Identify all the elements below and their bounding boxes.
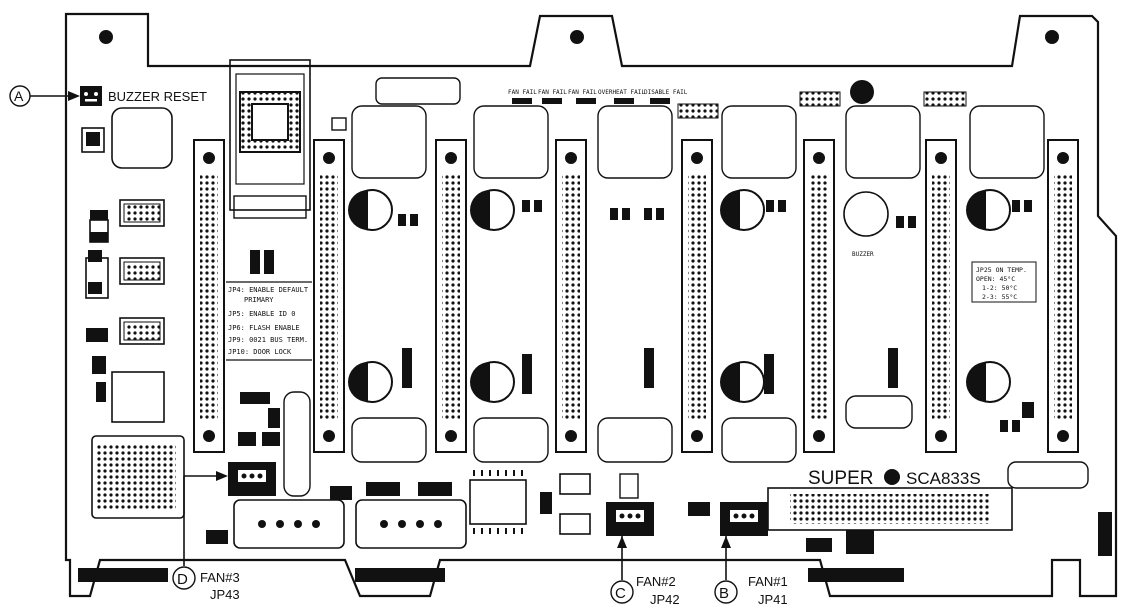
svg-text:OVERHEAT FAIL: OVERHEAT FAIL xyxy=(598,89,645,96)
svg-text:JP9: 0021 BUS TERM.: JP9: 0021 BUS TERM. xyxy=(228,336,308,344)
pads xyxy=(283,105,1089,497)
status-leds: FAN FAIL FAN FAIL FAN FAIL OVERHEAT FAIL… xyxy=(508,89,688,104)
bottom-edge-bars xyxy=(78,512,1112,582)
drive-connectors xyxy=(193,139,1079,453)
svg-text:PRIMARY: PRIMARY xyxy=(244,296,274,304)
callout-b: B FAN#1 JP41 xyxy=(714,536,788,607)
svg-text:DISABLE FAIL: DISABLE FAIL xyxy=(644,89,688,96)
left-components xyxy=(81,107,185,519)
fan2-label: FAN#2 xyxy=(636,574,676,589)
fan3-jumper: JP43 xyxy=(210,587,240,602)
svg-text:1-2: 50°C: 1-2: 50°C xyxy=(982,284,1017,292)
svg-text:C: C xyxy=(615,585,626,602)
controller-chip xyxy=(229,59,311,219)
top-headers xyxy=(677,91,967,119)
svg-text:D: D xyxy=(177,571,188,588)
svg-text:JP25 ON TEMP.: JP25 ON TEMP. xyxy=(976,266,1027,274)
svg-text:FAN FAIL: FAN FAIL xyxy=(538,89,567,96)
fan3-label: FAN#3 xyxy=(200,570,240,585)
callout-d: D FAN#3 JP43 xyxy=(172,471,240,602)
ic-chips xyxy=(469,473,591,535)
svg-text:FAN FAIL: FAN FAIL xyxy=(508,89,537,96)
callout-a: A xyxy=(9,85,80,107)
buzzer-reset-label: BUZZER RESET xyxy=(108,89,207,104)
buzzer xyxy=(843,191,889,237)
fan1-jumper: JP41 xyxy=(758,592,788,607)
svg-text:JP6: FLASH ENABLE: JP6: FLASH ENABLE xyxy=(228,324,300,332)
fan2-jumper: JP42 xyxy=(650,592,680,607)
jumper-notes: JP4: ENABLE DEFAULT PRIMARY JP5: ENABLE … xyxy=(226,281,312,361)
temp-notes: JP25 ON TEMP. OPEN: 45°C 1-2: 50°C 2-3: … xyxy=(971,261,1037,303)
svg-text:2-3: 55°C: 2-3: 55°C xyxy=(982,293,1017,301)
svg-text:OPEN: 45°C: OPEN: 45°C xyxy=(976,275,1015,283)
buzzer-reset-button xyxy=(80,86,102,106)
brand-logo: SUPER xyxy=(808,468,873,489)
svg-text:JP4: ENABLE DEFAULT: JP4: ENABLE DEFAULT xyxy=(228,286,309,294)
svg-text:BUZZER: BUZZER xyxy=(852,251,874,258)
brand-dot-icon xyxy=(884,469,900,485)
svg-text:JP5: ENABLE ID 0: JP5: ENABLE ID 0 xyxy=(228,310,295,318)
smd-parts xyxy=(86,132,280,544)
power-connectors xyxy=(233,499,467,549)
fan1-label: FAN#1 xyxy=(748,574,788,589)
board-model: SCA833S xyxy=(906,469,981,488)
svg-text:A: A xyxy=(14,88,24,104)
svg-text:JP10: DOOR LOCK: JP10: DOOR LOCK xyxy=(228,348,292,356)
fan-headers xyxy=(228,462,768,536)
callout-c: C FAN#2 JP42 xyxy=(610,536,680,607)
mounting-hole-icon xyxy=(99,30,1059,44)
svg-text:FAN FAIL: FAN FAIL xyxy=(568,89,597,96)
svg-text:B: B xyxy=(719,585,729,602)
